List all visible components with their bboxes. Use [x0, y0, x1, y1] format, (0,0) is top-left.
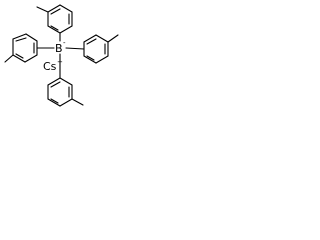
ring-double-bond: [50, 25, 59, 31]
boron-right-bond: [65, 47, 85, 50]
ring-bond: [59, 25, 73, 34]
cesium-symbol: Cs: [43, 60, 57, 73]
ring-bond: [25, 33, 38, 42]
methyl-bond: [36, 6, 49, 13]
chemical-structure: B - Cs +: [4, 4, 119, 107]
ring-bond: [83, 55, 97, 64]
ring-bond: [12, 54, 26, 63]
ring-double-bond: [15, 53, 24, 59]
ring-bond: [59, 77, 73, 86]
cesium-label-background: [42, 60, 59, 72]
ring-double-bond: [15, 37, 27, 42]
ring-bond: [47, 77, 61, 86]
methyl-bond: [107, 34, 119, 43]
methyl-bond: [4, 54, 14, 63]
ring-bond: [59, 4, 73, 13]
ring-bond: [95, 34, 109, 43]
ring-bond: [83, 34, 97, 43]
upper-tolyl-ring: [36, 4, 73, 34]
boron-symbol: B: [55, 42, 63, 55]
cesium-charge: +: [57, 58, 63, 66]
cesium-atom-label: Cs +: [42, 58, 63, 73]
boron-charge: -: [63, 39, 66, 47]
ring-double-bond: [86, 55, 95, 61]
right-tolyl-ring: [83, 34, 119, 64]
boron-atom-label: B -: [55, 39, 66, 55]
left-tolyl-ring: [4, 33, 38, 63]
lower-tolyl-ring: [47, 77, 84, 107]
ring-bond: [24, 54, 38, 63]
boron-aryl-bonds: [36, 32, 85, 79]
ring-bond: [47, 25, 61, 34]
ring-bond: [47, 4, 61, 13]
ring-double-bond: [50, 8, 61, 15]
ring-double-bond: [50, 98, 59, 104]
ring-bond: [59, 98, 73, 107]
ring-double-bond: [50, 81, 61, 88]
ring-bond: [95, 55, 109, 64]
ring-bond: [47, 98, 61, 107]
ring-bond: [12, 33, 27, 40]
methyl-bond: [71, 98, 84, 106]
ring-double-bond: [86, 38, 97, 45]
